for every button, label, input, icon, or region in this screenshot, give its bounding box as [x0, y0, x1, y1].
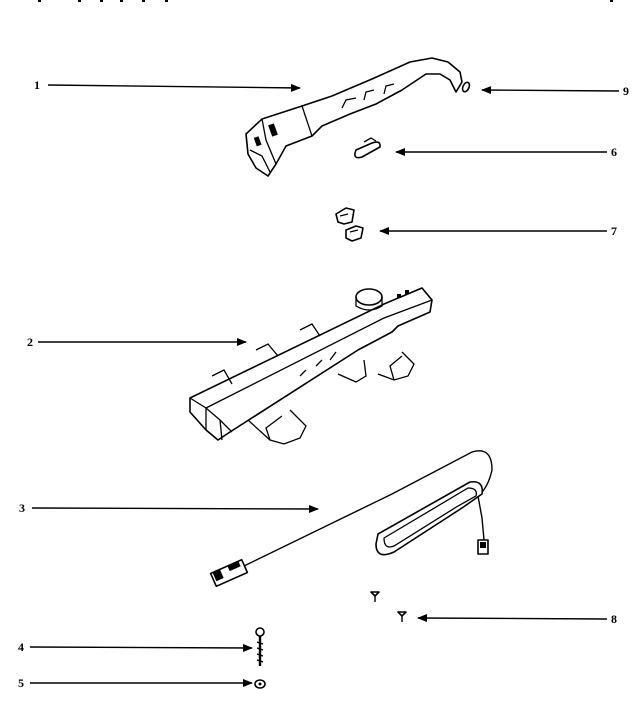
callout-1: 1	[34, 78, 40, 92]
part-3-cord	[209, 450, 493, 588]
leader-1	[47, 83, 301, 92]
leader-3	[31, 504, 319, 513]
callout-6: 6	[611, 145, 617, 159]
part-4-bolt	[255, 627, 265, 666]
callout-9: 9	[623, 84, 629, 98]
callout-3: 3	[19, 501, 25, 515]
part-8-screws	[370, 591, 407, 622]
callout-numbers: 1 2 3 4 5 6 7 8 9	[18, 78, 629, 690]
leader-lines	[29, 83, 620, 687]
leader-9	[481, 86, 620, 95]
callout-2: 2	[27, 335, 33, 349]
callout-4: 4	[18, 640, 24, 654]
callout-5: 5	[18, 676, 24, 690]
part-7-latches	[335, 207, 364, 242]
part-2-base	[189, 287, 433, 445]
part-1-handle	[245, 57, 463, 177]
leader-8	[417, 614, 608, 623]
part-5-nut	[254, 679, 266, 689]
callout-8: 8	[611, 612, 617, 626]
callout-7: 7	[611, 224, 617, 238]
leader-4	[29, 643, 253, 652]
part-9-ring	[461, 81, 471, 93]
scan-edge-marks	[38, 0, 613, 2]
part-6-clip	[354, 137, 381, 159]
